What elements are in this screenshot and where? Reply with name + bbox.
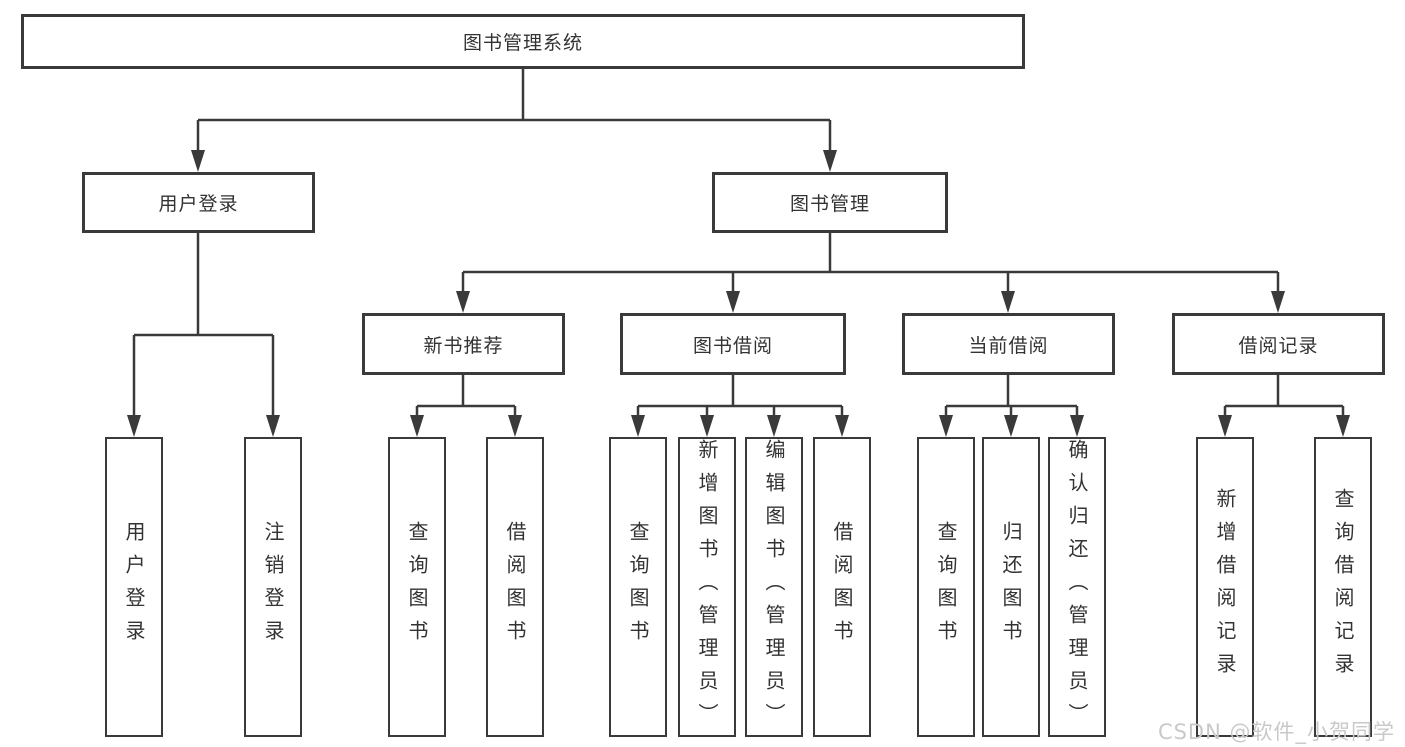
leaf-add-books-admin: 新增图书（管理员） bbox=[678, 437, 736, 737]
leaf-return-books: 归还图书 bbox=[982, 437, 1040, 737]
arrowheads bbox=[127, 150, 1350, 437]
leaf-logout: 注销登录 bbox=[244, 437, 302, 737]
leaf-query-books-borrow: 查询图书 bbox=[609, 437, 667, 737]
node-new-book-recommend: 新书推荐 bbox=[362, 313, 565, 375]
leaf-add-borrow-record: 新增借阅记录 bbox=[1196, 437, 1254, 737]
leaf-confirm-return-admin: 确认归还（管理员） bbox=[1048, 437, 1106, 737]
watermark: CSDN @软件_小贺同学 bbox=[1157, 720, 1395, 744]
node-borrow-records: 借阅记录 bbox=[1172, 313, 1385, 375]
leaf-edit-books-admin: 编辑图书（管理员） bbox=[745, 437, 803, 737]
leaf-query-books-recommend: 查询图书 bbox=[388, 437, 446, 737]
node-book-management: 图书管理 bbox=[712, 172, 948, 233]
leaf-query-borrow-record: 查询借阅记录 bbox=[1314, 437, 1372, 737]
node-user-login: 用户登录 bbox=[82, 172, 315, 233]
leaf-query-books-current: 查询图书 bbox=[917, 437, 975, 737]
node-book-borrow: 图书借阅 bbox=[620, 313, 846, 375]
node-current-borrow: 当前借阅 bbox=[902, 313, 1115, 375]
node-library-system: 图书管理系统 bbox=[21, 14, 1025, 69]
leaf-borrow-books: 借阅图书 bbox=[813, 437, 871, 737]
leaf-user-login: 用户登录 bbox=[105, 437, 163, 737]
leaf-borrow-books-recommend: 借阅图书 bbox=[486, 437, 544, 737]
